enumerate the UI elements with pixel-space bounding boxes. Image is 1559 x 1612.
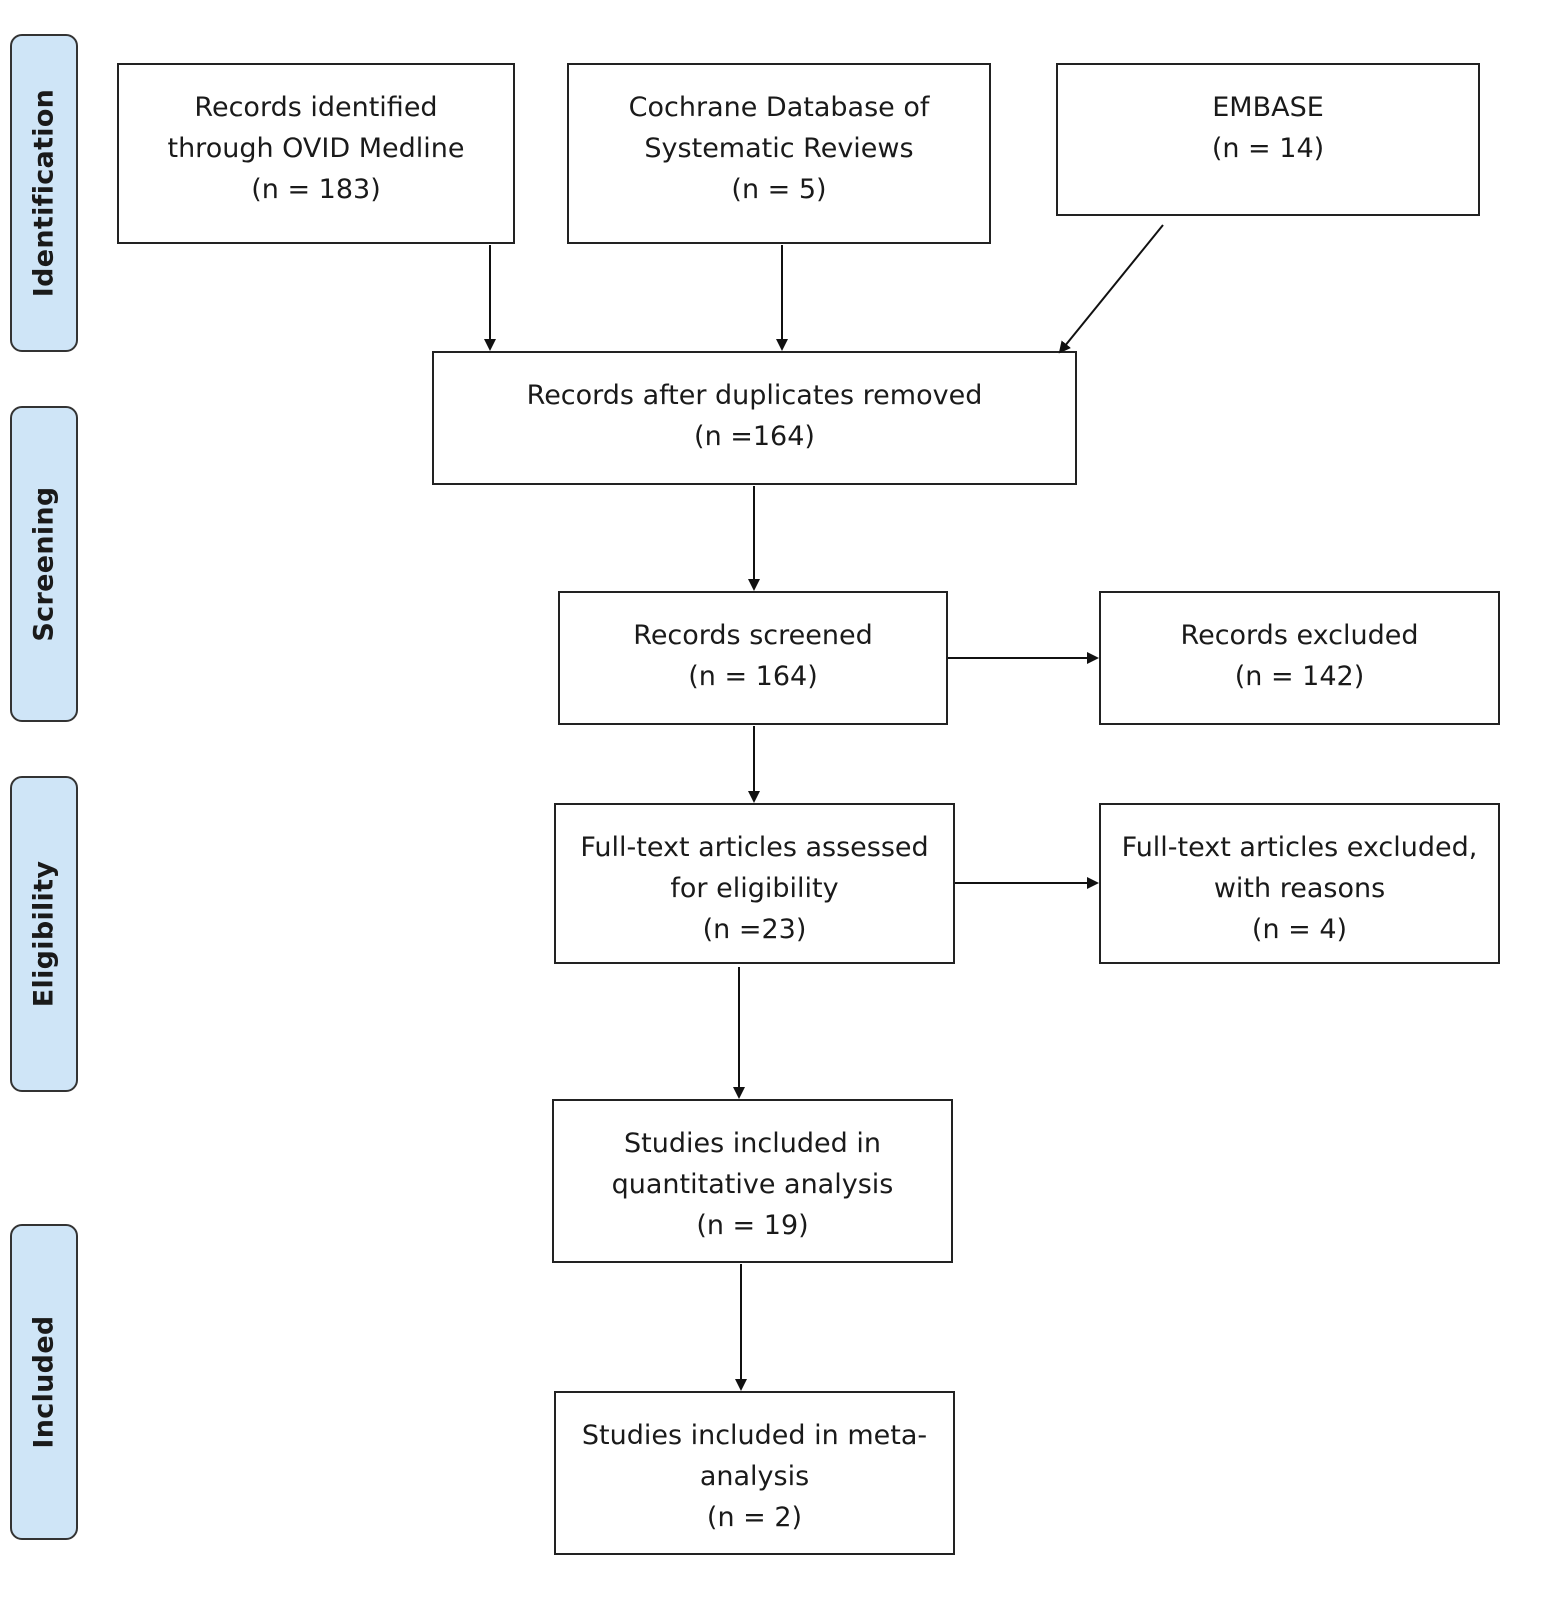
box-embase-line-2: (n = 14) [1211,133,1325,164]
box-screened-line-1: Records screened [633,620,873,651]
box-fulltext-line-1: Full-text articles assessed [580,832,929,863]
box-fulltext-line-3: (n =23) [702,914,807,945]
box-ovid-line-1: Records identified [194,92,438,123]
box-ovid-line-3: (n = 183) [251,174,381,205]
phase-identification: Identification [10,34,78,352]
box-fulltext-excluded-line-3: (n = 4) [1251,914,1348,945]
box-meta-line-1: Studies included in meta- [581,1420,928,1451]
box-duplicates-line-1: Records after duplicates removed [526,380,983,411]
box-fulltext-assessed: Full-text articles assessed for eligibil… [554,803,955,964]
box-quantitative-line-1: Studies included in [624,1128,881,1159]
box-duplicates-removed: Records after duplicates removed (n =164… [432,351,1077,485]
box-ovid-medline: Records identified through OVID Medline … [117,63,515,244]
box-quantitative-line-2: quantitative analysis [611,1169,894,1200]
box-screened-line-2: (n = 164) [688,661,818,692]
box-fulltext-line-2: for eligibility [670,873,839,904]
box-fulltext-excluded-line-1: Full-text articles excluded, [1121,832,1478,863]
box-duplicates-line-2: (n =164) [694,421,815,452]
box-cochrane: Cochrane Database of Systematic Reviews … [567,63,991,244]
box-cochrane-line-2: Systematic Reviews [644,133,914,164]
phase-included: Included [10,1224,78,1540]
box-meta-line-3: (n = 2) [706,1502,803,1533]
box-ovid-line-2: through OVID Medline [167,133,465,164]
box-excluded-line-2: (n = 142) [1234,661,1365,692]
box-records-screened: Records screened (n = 164) [558,591,948,725]
box-cochrane-line-1: Cochrane Database of [628,92,930,123]
box-fulltext-excluded: Full-text articles excluded, with reason… [1099,803,1500,964]
box-cochrane-line-3: (n = 5) [731,174,827,205]
box-embase: EMBASE (n = 14) [1056,63,1480,216]
box-meta-line-2: analysis [699,1461,810,1492]
box-excluded-line-1: Records excluded [1180,620,1419,651]
box-quantitative-line-3: (n = 19) [696,1210,809,1241]
arrow-embase-to-duplicates [1058,224,1164,354]
phase-screening: Screening [10,406,78,722]
box-embase-line-1: EMBASE [1212,92,1324,123]
box-quantitative-analysis: Studies included in quantitative analysi… [552,1099,953,1263]
phase-eligibility: Eligibility [10,776,78,1092]
box-meta-analysis: Studies included in meta- analysis (n = … [554,1391,955,1555]
box-fulltext-excluded-line-2: with reasons [1213,873,1386,904]
box-records-excluded: Records excluded (n = 142) [1099,591,1500,725]
